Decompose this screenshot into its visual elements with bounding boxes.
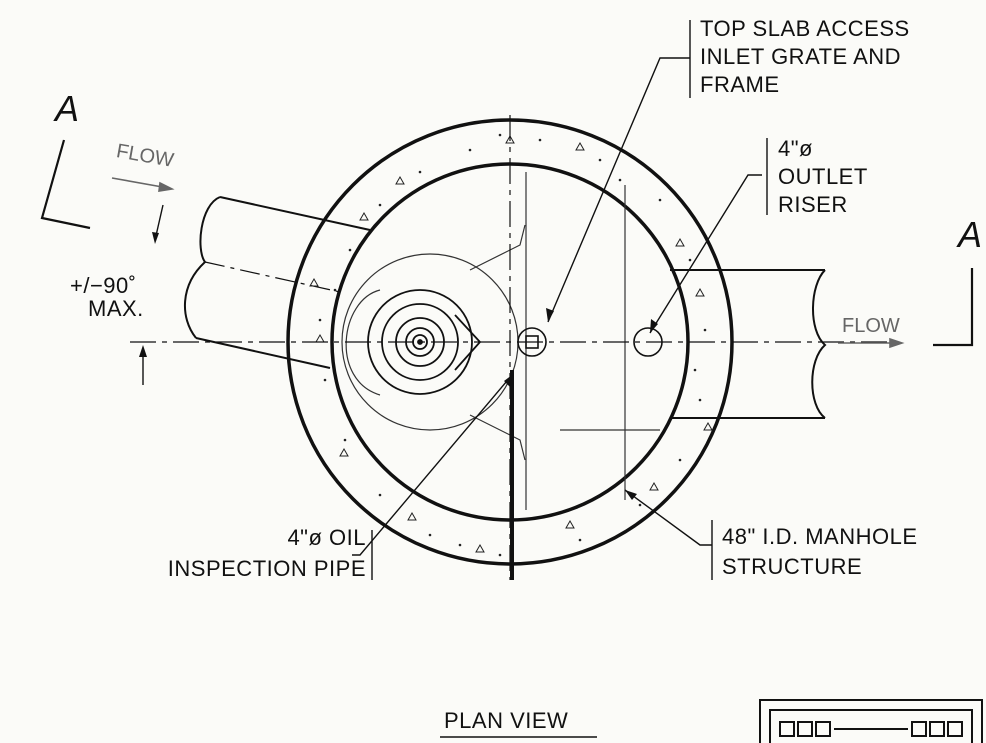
view-title: PLAN VIEW [444,708,569,733]
detail-thumbnail [759,699,983,743]
flow-arrows [111,177,905,349]
manhole-label-line1: 48" I.D. MANHOLE [722,524,918,549]
concrete-triangles [309,134,713,553]
concrete-stipple [318,133,707,557]
grate-label-line3: FRAME [700,72,780,97]
section-marker-left-label: A [55,88,80,129]
riser-label-line2: OUTLET [778,164,868,189]
section-marker-right-label: A [958,214,983,255]
angle-arrowheads [139,232,159,357]
angle-label-line1: +/−90˚ [70,273,137,298]
oil-pipe-label-line1: 4"ø OIL [287,525,366,550]
outlet-riser [633,327,663,357]
riser-label-line1: 4"ø [778,136,813,161]
leader-arrowheads [504,308,658,500]
access-grate [517,327,547,357]
angle-label-line2: MAX. [88,296,144,321]
leaders [352,20,768,580]
oil-pipe-label-line2: INSPECTION PIPE [167,556,366,581]
manhole-label-line2: STRUCTURE [722,554,863,579]
grate-label-line2: INLET GRATE AND [700,44,902,69]
angle-dimension [142,204,164,385]
grate-label-line1: TOP SLAB ACCESS [700,16,910,41]
flow-out-label: FLOW [842,315,900,337]
inlet-pipe [184,196,371,369]
interior-linework [341,172,660,510]
riser-label-line3: RISER [778,192,848,217]
section-markers [40,139,974,347]
outlet-pipe [670,269,827,419]
